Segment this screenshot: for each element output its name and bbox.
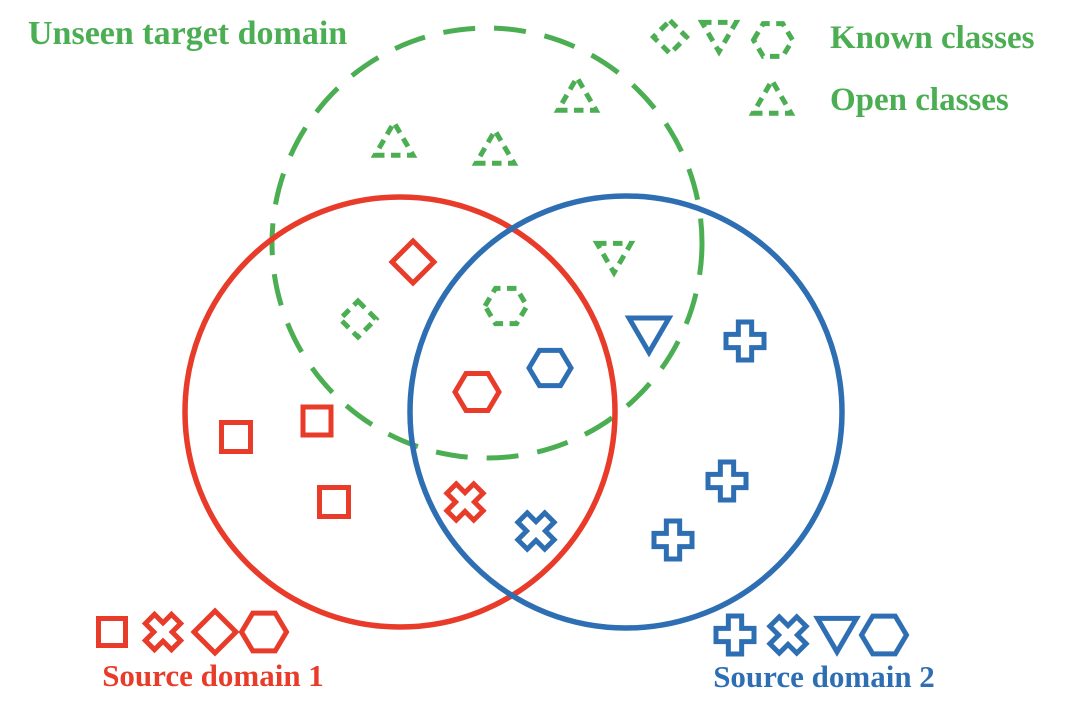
blue-hexagon-marker bbox=[526, 347, 574, 389]
legend-green-hexagon-marker bbox=[750, 21, 796, 59]
red-x-cross-marker bbox=[443, 480, 487, 524]
blue-triangle-down-marker bbox=[624, 315, 674, 358]
green-triangle-up-marker bbox=[471, 125, 519, 166]
class-markers-layer bbox=[219, 72, 767, 562]
red-square-marker bbox=[219, 420, 253, 454]
source-domain-1-label: Source domain 1 bbox=[102, 658, 324, 693]
unseen-target-domain-label: Unseen target domain bbox=[28, 15, 347, 52]
source-domain-2-circle bbox=[407, 193, 845, 631]
legend-blue-x-cross-marker bbox=[766, 613, 810, 657]
red-square-marker bbox=[317, 485, 351, 519]
green-diamond-marker bbox=[336, 297, 380, 341]
legend-blue-hexagon-marker bbox=[858, 613, 910, 657]
legend-red-x-cross-marker bbox=[141, 610, 185, 654]
blue-x-cross-marker bbox=[514, 509, 558, 553]
known-classes-label: Known classes bbox=[830, 20, 1035, 56]
unseen-target-domain-circle bbox=[269, 25, 705, 461]
blue-plus-marker bbox=[723, 319, 767, 363]
green-triangle-down-marker bbox=[592, 240, 636, 278]
legend-blue-triangle-down-marker bbox=[813, 615, 861, 657]
green-triangle-up-marker bbox=[553, 72, 601, 113]
red-diamond-marker bbox=[388, 237, 438, 287]
source-domain-1-circle bbox=[182, 194, 618, 630]
legend-red-square-marker bbox=[96, 616, 128, 648]
red-hexagon-marker bbox=[452, 371, 502, 413]
blue-plus-marker bbox=[651, 518, 695, 562]
legend-red-hexagon-marker bbox=[238, 610, 290, 654]
legend-markers-layer bbox=[96, 16, 910, 657]
open-classes-label: Open classes bbox=[830, 82, 1009, 118]
source-domain-2-label: Source domain 2 bbox=[713, 659, 935, 694]
green-hexagon-marker bbox=[482, 285, 530, 327]
red-square-marker bbox=[300, 404, 334, 438]
legend-red-diamond-marker bbox=[190, 607, 240, 657]
blue-plus-marker bbox=[705, 459, 749, 503]
legend-blue-plus-marker bbox=[713, 613, 757, 657]
green-triangle-up-marker bbox=[370, 117, 418, 158]
domain-circles-layer bbox=[182, 25, 845, 631]
legend-green-diamond-marker bbox=[649, 16, 691, 58]
legend-green-triangle-down-marker bbox=[697, 19, 741, 57]
legend-green-triangle-up-marker bbox=[748, 75, 796, 116]
